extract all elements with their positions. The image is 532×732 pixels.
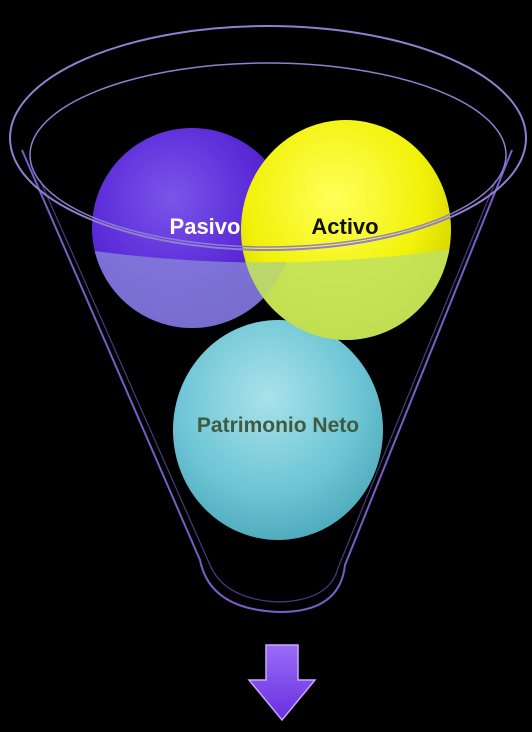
funnel-glass-overlay bbox=[92, 235, 451, 340]
funnel-body bbox=[21, 149, 513, 614]
funnel-rim-inner bbox=[29, 62, 507, 248]
funnel-rim-outer bbox=[9, 25, 527, 251]
down-arrow-icon bbox=[247, 644, 317, 722]
funnel-inner-line bbox=[39, 179, 497, 603]
patrimonio-circle bbox=[173, 320, 383, 540]
pasivo-label: Pasivo bbox=[170, 214, 241, 239]
activo-label: Activo bbox=[311, 214, 378, 239]
patrimonio-label: Patrimonio Neto bbox=[197, 414, 359, 437]
